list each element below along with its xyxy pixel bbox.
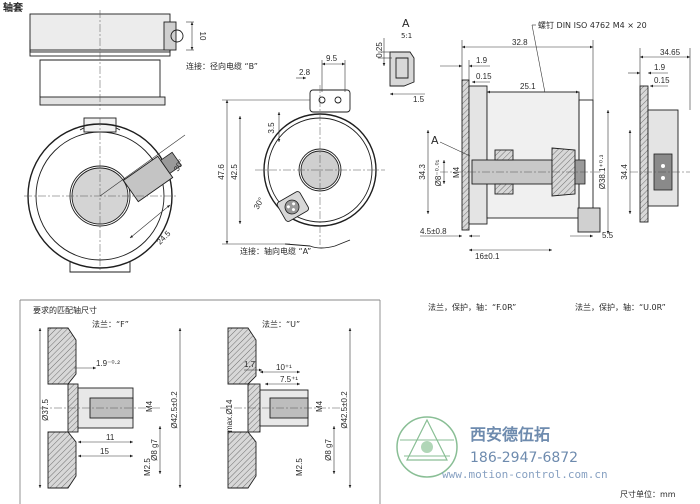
watermark-logo	[396, 416, 458, 478]
dim-37-5: Ø37.5	[41, 399, 50, 421]
dim-8-g7-f: Ø8 g7	[150, 439, 159, 461]
unit-note: 尺寸单位：mm	[620, 489, 676, 499]
dim-38-1: Ø38.1⁺⁰·³	[598, 154, 607, 189]
dim-11: 11	[106, 433, 115, 442]
flange-f-label: 法兰：“F”	[92, 319, 129, 329]
watermark-phone: 186-2947-6872	[470, 450, 578, 466]
dim-1-9-f: 1.9⁻⁰·²	[96, 359, 120, 368]
dim-30-deg-b: 30°	[252, 196, 266, 211]
bottom-middle-view: 法兰：“U” 1.7 10⁺¹ 7.5⁺¹ max.Ø14 M4 Ø42.5±0…	[220, 319, 352, 489]
dim-24-5: 24.5	[155, 229, 173, 247]
right-view: 34.65 1.9 0.15 34.4 法兰，保护，轴：“U.0R”	[575, 48, 691, 312]
dim-0-15-right: 0.15	[654, 76, 670, 85]
dim-m4-side: M4	[452, 166, 461, 178]
dim-32-8: 32.8	[512, 38, 528, 47]
flange-u-label: 法兰：“U”	[262, 319, 300, 329]
watermark-website: www.motion-control.com.cn	[442, 468, 608, 481]
watermark-company: 西安德伍拓	[470, 425, 550, 444]
dim-0-15: 0.15	[476, 72, 492, 81]
dim-42-5: 42.5	[230, 164, 239, 180]
dim-34-4: 34.4	[620, 164, 629, 180]
watermark: 西安德伍拓 186-2947-6872 www.motion-control.c…	[396, 416, 608, 481]
dim-1-7: 1.7	[244, 360, 256, 369]
drawing-title: 轴套	[3, 1, 24, 14]
dim-shaft-8: Ø8⁻⁰·⁰¹	[434, 159, 443, 186]
top-left-view: 10 30° 24.5 连接：径向电缆 “B”	[24, 10, 258, 273]
dim-10-u: 10⁺¹	[276, 363, 292, 372]
dim-47-6: 47.6	[217, 164, 226, 180]
dim-4-5: 4.5±0.8	[420, 227, 447, 236]
dim-3-5: 3.5	[267, 122, 276, 134]
dim-m4-f: M4	[145, 400, 154, 412]
dim-34-3: 34.3	[418, 164, 427, 180]
dim-34-65: 34.65	[660, 48, 681, 57]
detail-a-label: A	[402, 17, 410, 30]
top-middle-view: 2.8 9.5 3.5 47.6 42.5 30° 连接：轴向电缆 “A”	[217, 54, 385, 256]
detail-a-scale: 5:1	[401, 32, 412, 40]
dim-max-14: max.Ø14	[225, 399, 234, 432]
screw-note: 螺钉 DIN ISO 4762 M4 × 20	[538, 20, 647, 30]
dim-m4-u: M4	[315, 400, 324, 412]
side-section-view: 螺钉 DIN ISO 4762 M4 × 20 32.8 1.9 0.15 25…	[418, 20, 647, 312]
dim-16: 16±0.1	[475, 252, 500, 261]
dim-42-5-f: Ø42.5±0.2	[170, 391, 179, 429]
dim-m2-5-f: M2.5	[143, 458, 152, 476]
note-radial-cable: 连接：径向电缆 “B”	[186, 61, 258, 71]
dim-9-5: 9.5	[326, 54, 338, 63]
caption-u0r: 法兰，保护，轴：“U.0R”	[575, 302, 666, 312]
caption-f0r: 法兰，保护，轴：“F.0R”	[428, 302, 516, 312]
note-axial-cable: 连接：轴向电缆 “A”	[240, 246, 311, 256]
dim-1-9: 1.9	[476, 56, 488, 65]
bottom-left-view: 法兰：“F” Ø37.5 1.9⁻⁰·² M4 Ø42.5±0.2 11 15 …	[38, 319, 182, 489]
dim-2-8: 2.8	[299, 68, 311, 77]
label-a: A	[431, 134, 439, 147]
dim-1-5: 1.5	[413, 95, 425, 104]
dim-5-5: 5.5	[602, 231, 614, 240]
dim-25-1: 25.1	[520, 82, 536, 91]
dim-0-25: 0.25	[375, 42, 384, 58]
dim-42-5-u: Ø42.5±0.2	[340, 391, 349, 429]
dim-7-5-u: 7.5⁺¹	[280, 375, 298, 384]
dim-8-g7-u: Ø8 g7	[324, 439, 333, 461]
dim-m2-5-u: M2.5	[295, 458, 304, 476]
dim-15: 15	[100, 447, 109, 456]
dim-10: 10	[198, 32, 207, 41]
dim-1-9-right: 1.9	[654, 63, 666, 72]
matching-shaft-heading: 要求的匹配轴尺寸	[33, 305, 97, 315]
detail-a: A 5:1 0.25 1.5	[375, 17, 425, 104]
